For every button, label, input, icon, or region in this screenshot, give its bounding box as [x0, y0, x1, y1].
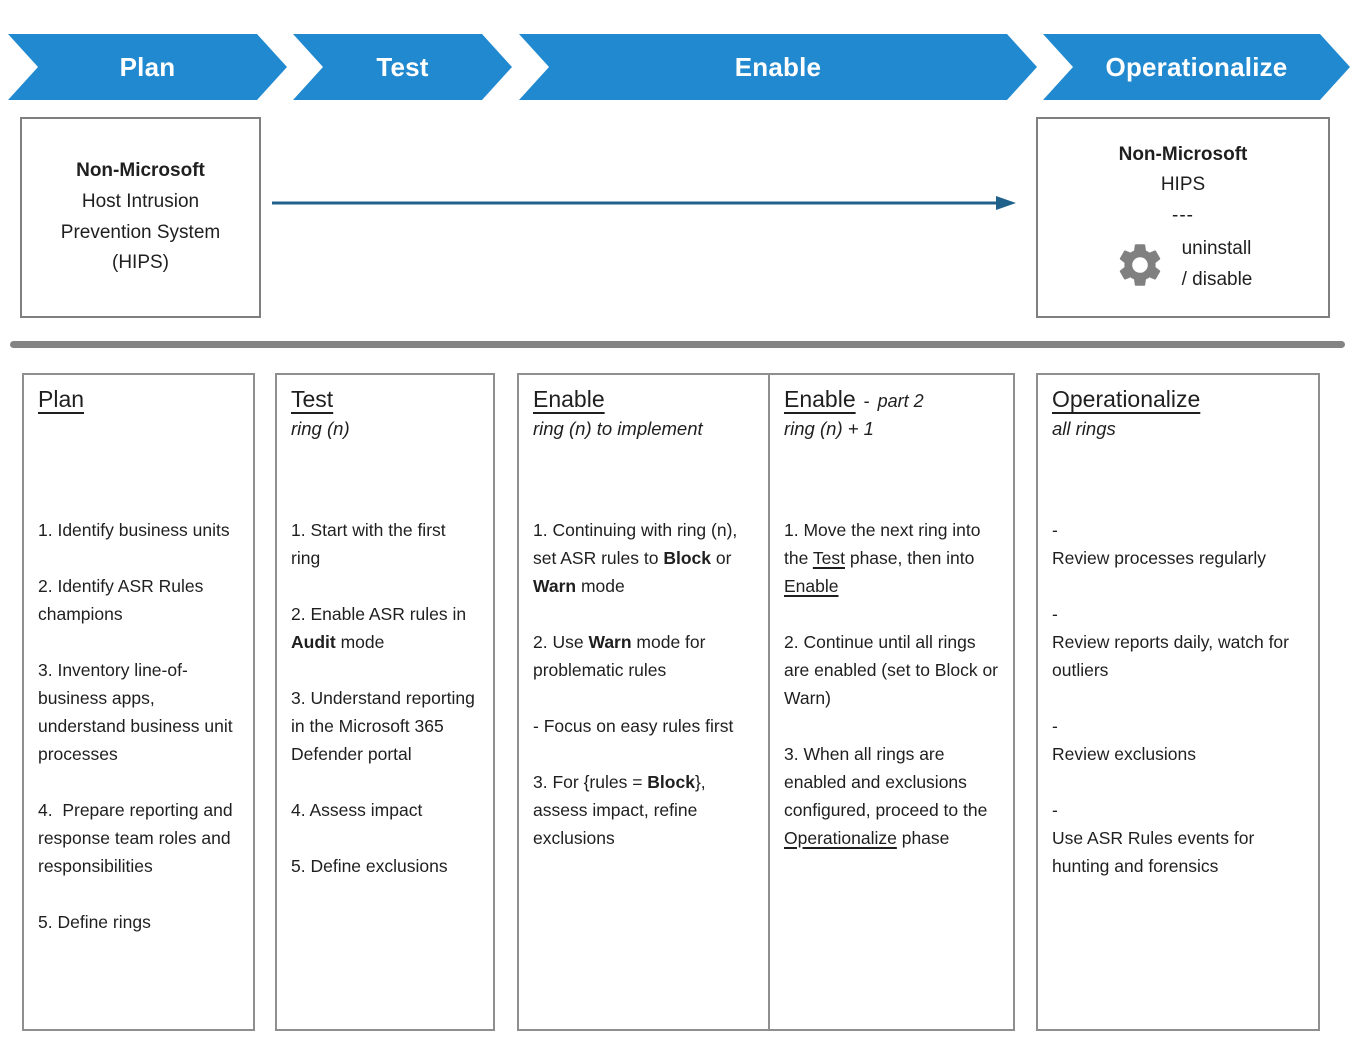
column-heading: Plan: [38, 386, 85, 412]
column-heading: Test: [291, 386, 334, 412]
column-item: - Review reports daily, watch for outlie…: [1052, 603, 1289, 680]
phase-chevron-operationalize: Operationalize: [1043, 34, 1350, 100]
column-items: 1. Continuing with ring (n), set ASR rul…: [533, 516, 754, 852]
hips-end-subtitle: HIPS: [1160, 174, 1206, 196]
column-item: - Review exclusions: [1052, 715, 1196, 764]
hips-end-separator: ---: [1172, 205, 1194, 227]
phase-label: Operationalize: [1105, 51, 1288, 82]
hips-start-box: Non-Microsoft Host Intrusion Prevention …: [20, 117, 261, 318]
column-item: 3. For {rules = Block}, assess impact, r…: [533, 771, 711, 848]
right-arrow-icon: [272, 196, 1016, 210]
column-subtitle: ring (n) to implement: [533, 417, 703, 439]
hips-start-body: Host Intrusion Prevention System (HIPS): [60, 190, 221, 274]
column-item: 1. Move the next ring into the Test phas…: [784, 519, 986, 596]
phase-label: Enable: [734, 51, 822, 82]
column-enable: Enable ring (n) to implement 1. Continui…: [517, 373, 770, 1031]
column-item: 2. Continue until all rings are enabled …: [784, 631, 1003, 708]
column-heading: Operationalize: [1052, 386, 1201, 412]
column-item: 2. Use Warn mode for problematic rules: [533, 631, 711, 680]
column-operationalize: Operationalize all rings - Review proces…: [1036, 373, 1320, 1031]
phase-chevron-enable: Enable: [519, 34, 1037, 100]
column-item: 1. Continuing with ring (n), set ASR rul…: [533, 519, 743, 596]
section-divider: [10, 341, 1345, 348]
gear-icon: [1119, 243, 1160, 286]
column-plan: Plan 1. Identify business units 2. Identi…: [22, 373, 255, 1031]
column-item: 1. Identify business units: [38, 519, 230, 540]
column-item: 5. Define exclusions: [291, 855, 448, 876]
phase-chevron-plan: Plan: [8, 34, 287, 100]
column-items: - Review processes regularly - Review rep…: [1052, 516, 1304, 880]
hips-end-action: uninstall / disable: [1181, 237, 1253, 290]
column-enable-part2: Enable-part 2 ring (n) + 1 1. Move the n…: [768, 373, 1015, 1031]
column-item: 2. Identify ASR Rules champions: [38, 575, 209, 624]
column-subtitle: ring (n) + 1: [784, 417, 874, 439]
phase-label: Plan: [119, 51, 176, 82]
column-subtitle: ring (n): [291, 417, 350, 439]
column-item: 4. Assess impact: [291, 799, 423, 820]
phase-label: Test: [376, 51, 429, 82]
column-subtitle: [38, 418, 239, 442]
hips-start-title: Non-Microsoft: [76, 159, 205, 181]
column-item: - Review processes regularly: [1052, 519, 1266, 568]
hips-end-box: Non-Microsoft HIPS --- uninstall / disab…: [1036, 117, 1330, 318]
column-subtitle: all rings: [1052, 417, 1116, 439]
column-items: 1. Identify business units 2. Identify AS…: [38, 516, 239, 936]
column-item: 4. Prepare reporting and response team r…: [38, 799, 238, 876]
column-item: - Focus on easy rules first: [533, 715, 734, 736]
phase-chevron-test: Test: [293, 34, 512, 100]
hips-end-title: Non-Microsoft: [1118, 143, 1248, 165]
column-item: 3. Inventory line-of-business apps, unde…: [38, 659, 238, 764]
column-item: 3. Understand reporting in the Microsoft…: [291, 687, 480, 764]
column-item: 2. Enable ASR rules in Audit mode: [291, 603, 471, 652]
column-test: Test ring (n) 1. Start with the first ri…: [275, 373, 495, 1031]
column-heading: Enable-part 2: [784, 386, 924, 412]
column-item: 3. When all rings are enabled and exclus…: [784, 743, 993, 848]
column-item: 1. Start with the first ring: [291, 519, 451, 568]
column-items: 1. Start with the first ring 2. Enable AS…: [291, 516, 479, 880]
column-items: 1. Move the next ring into the Test phas…: [784, 516, 999, 852]
column-item: 5. Define rings: [38, 911, 151, 932]
column-heading: Enable: [533, 386, 605, 412]
column-item: - Use ASR Rules events for hunting and f…: [1052, 799, 1255, 876]
